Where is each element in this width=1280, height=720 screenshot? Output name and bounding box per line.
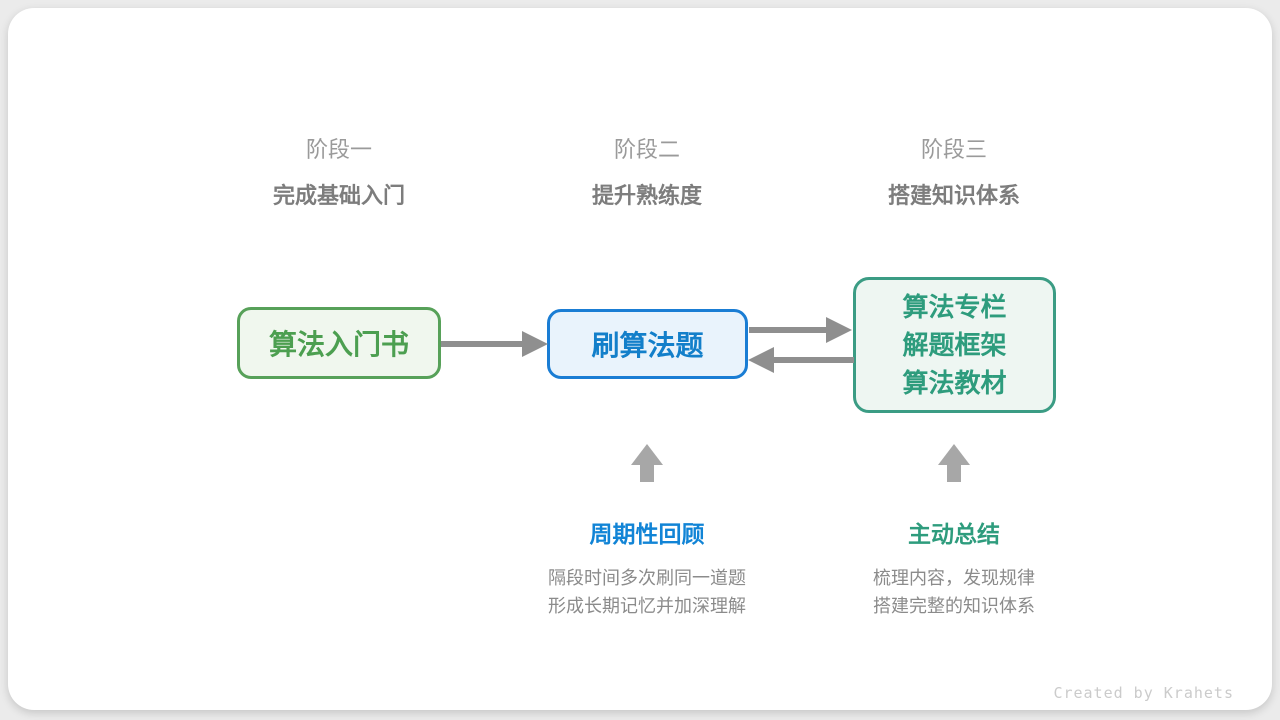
node-intro-book: 算法入门书	[237, 307, 441, 379]
node-knowledge-resources: 算法专栏 解题框架 算法教材	[853, 277, 1056, 413]
stage-2-subtitle: 提升熟练度	[591, 183, 702, 208]
stage-1-subtitle: 完成基础入门	[272, 183, 405, 208]
annotation-title-periodic-review: 周期性回顾	[589, 521, 705, 547]
arrow-up-icon	[631, 444, 663, 465]
annotation-desc-active-summary: 梳理内容，发现规律 搭建完整的知识体系	[794, 564, 1114, 620]
annotation-desc-line: 形成长期记忆并加深理解	[548, 596, 746, 616]
stage-3-subtitle: 搭建知识体系	[887, 183, 1020, 208]
stage-header-1: 阶段一 完成基础入门	[179, 136, 499, 210]
arrow-up-stem	[947, 465, 961, 482]
arrow-right-icon	[522, 331, 548, 357]
credit-text: Created by Krahets	[1053, 684, 1234, 702]
stage-1-label: 阶段一	[305, 137, 372, 162]
stage-2-label: 阶段二	[613, 137, 680, 162]
node-resources-line-1: 算法专栏	[902, 292, 1007, 322]
annotation-desc-periodic-review: 隔段时间多次刷同一道题 形成长期记忆并加深理解	[487, 564, 807, 620]
annotation-desc-line: 隔段时间多次刷同一道题	[548, 568, 746, 588]
arrow-practice-to-resources-shaft	[749, 327, 830, 333]
annotation-title-active-summary: 主动总结	[908, 521, 1000, 547]
arrow-right-icon	[826, 317, 852, 343]
arrow-book-to-practice-shaft	[441, 341, 526, 347]
arrow-up-icon	[938, 444, 970, 465]
canvas-card: 阶段一 完成基础入门 阶段二 提升熟练度 阶段三 搭建知识体系 算法入门书 刷算…	[8, 8, 1272, 710]
node-intro-book-label: 算法入门书	[268, 329, 409, 360]
node-practice-problems: 刷算法题	[547, 309, 748, 379]
arrow-up-stem	[640, 465, 654, 482]
node-resources-line-2: 解题框架	[902, 330, 1007, 360]
node-practice-problems-label: 刷算法题	[591, 330, 704, 361]
stage-header-3: 阶段三 搭建知识体系	[794, 136, 1114, 210]
stage-header-2: 阶段二 提升熟练度	[487, 136, 807, 210]
arrow-left-icon	[748, 347, 774, 373]
annotation-desc-line: 梳理内容，发现规律	[873, 568, 1035, 588]
stage-3-label: 阶段三	[920, 137, 987, 162]
node-resources-line-3: 算法教材	[902, 368, 1007, 398]
annotation-desc-line: 搭建完整的知识体系	[873, 596, 1035, 616]
arrow-resources-to-practice-shaft	[770, 357, 854, 363]
